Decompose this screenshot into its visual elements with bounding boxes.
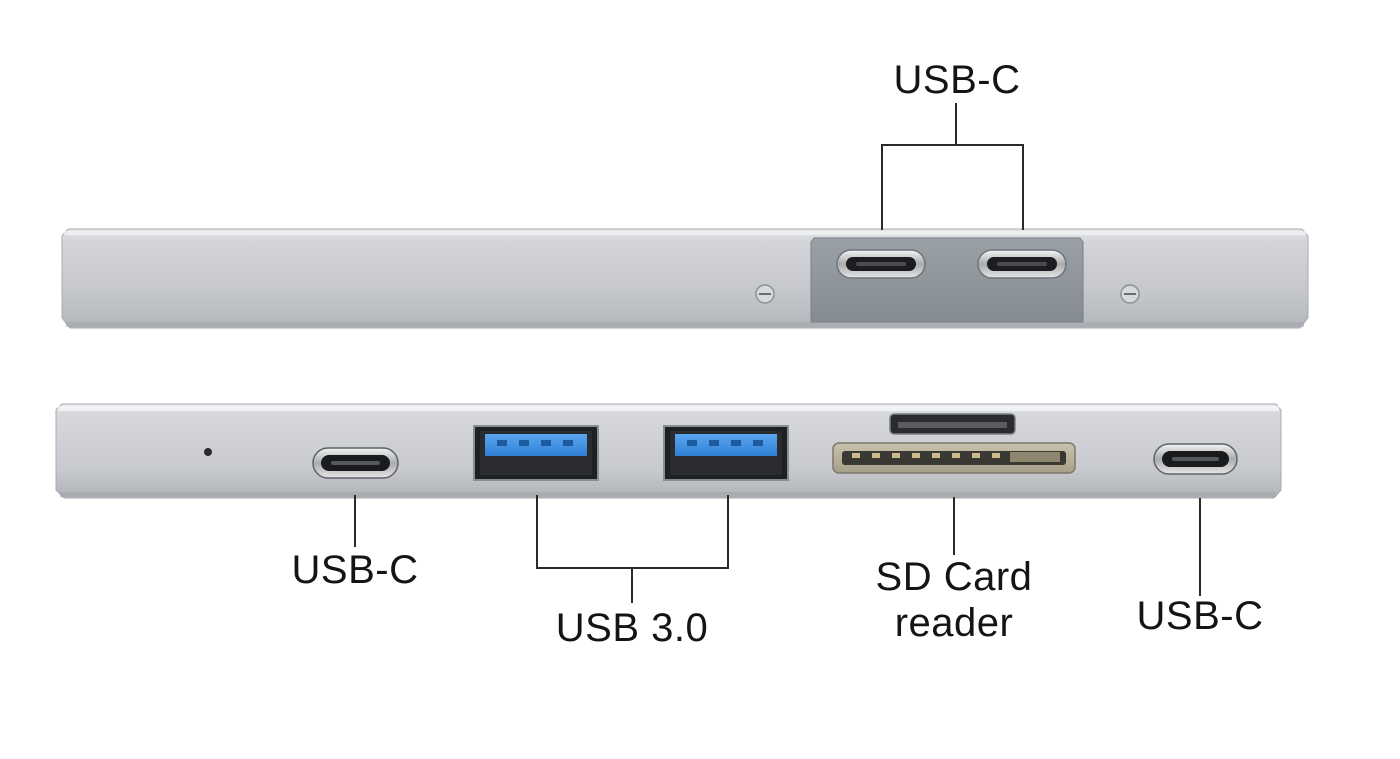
label-top-usb-c: USB-C [893,58,1021,102]
leader-line [631,567,633,603]
leader-line [881,144,883,230]
label-left-usb-c: USB-C [291,548,419,592]
leader-line [727,495,729,568]
leader-line [536,495,538,568]
usb3-port-icon [473,425,599,481]
usb-c-port-icon [1153,443,1238,475]
label-sd-card-reader: SD Card reader [860,554,1048,646]
hub-side-view [55,403,1282,499]
screw-icon [1120,284,1140,304]
usb-c-port-icon [836,249,926,279]
micro-sd-slot-icon [889,413,1016,435]
leader-line [955,103,957,145]
usb-c-port-icon [312,447,399,479]
screw-icon [755,284,775,304]
leader-line [1022,144,1024,230]
leader-line [354,495,356,547]
label-right-usb-c: USB-C [1136,594,1264,638]
leader-line [1199,498,1201,596]
usb-c-port-icon [977,249,1067,279]
label-usb3: USB 3.0 [555,606,709,650]
hub-top-view [61,228,1309,329]
sd-card-slot-icon [832,442,1076,474]
usb3-port-icon [663,425,789,481]
label-sd-card-line2: reader [894,601,1014,645]
leader-line [881,144,1024,146]
leader-line [953,497,955,555]
label-sd-card-line1: SD Card [875,555,1033,599]
led-indicator-icon [204,448,212,456]
